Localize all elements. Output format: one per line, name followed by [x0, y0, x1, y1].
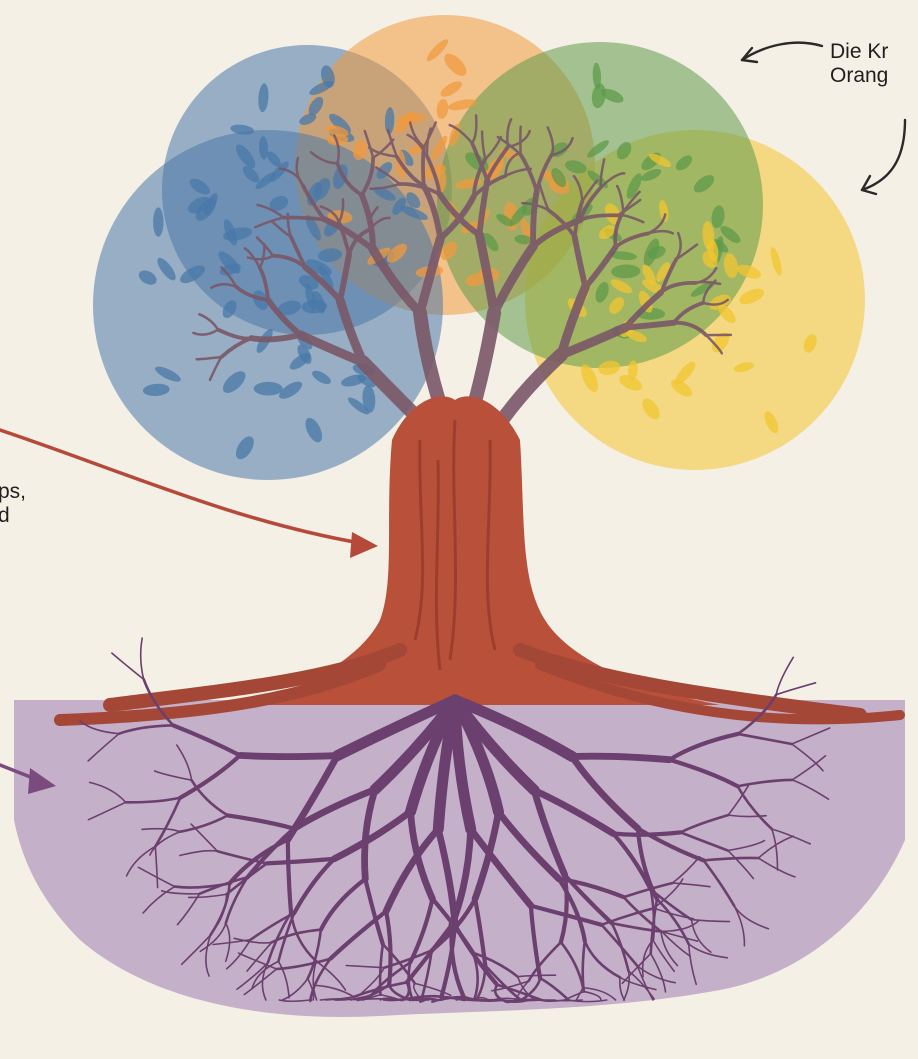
annotation-line: Die Kr — [830, 40, 888, 64]
root — [141, 638, 144, 679]
branch — [283, 218, 324, 220]
root — [112, 653, 144, 679]
root — [240, 755, 337, 756]
annotation-line: d — [0, 504, 26, 528]
root — [572, 756, 669, 760]
root — [776, 657, 793, 694]
annotation-line: ps, — [0, 480, 26, 504]
annotation-line: Orang — [830, 64, 888, 88]
leaf — [153, 207, 163, 236]
root — [521, 999, 538, 1000]
leaf — [254, 382, 283, 396]
root — [776, 683, 815, 695]
curved-arrow-icon — [862, 120, 905, 194]
annotation-crown-colors: Die Kr Orang — [830, 40, 888, 88]
curved-arrow-icon — [742, 43, 822, 62]
annotation-trunk: ps, d — [0, 480, 26, 528]
